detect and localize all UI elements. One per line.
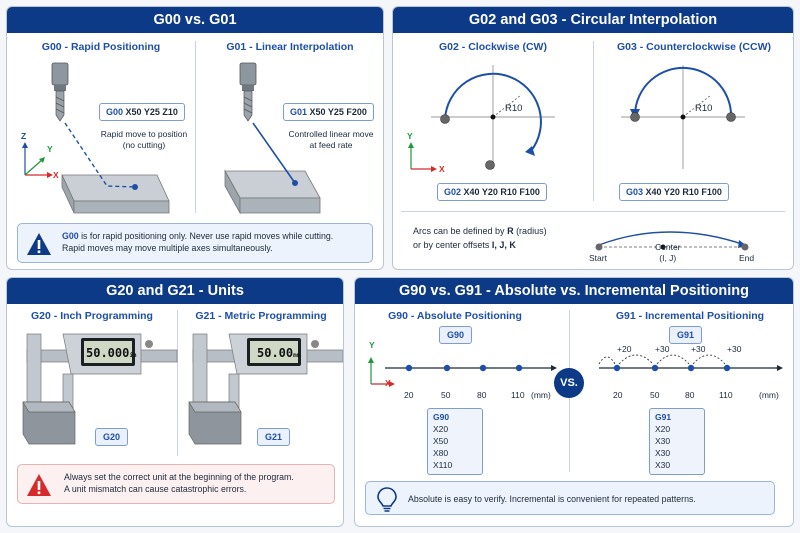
- caution-triangle-icon: [27, 474, 51, 496]
- metric-display: 50.00mm: [257, 346, 301, 360]
- panel-g00-g01: G00 vs. G01 G00 - Rapid Positioning G01 …: [6, 6, 384, 270]
- g01-illustration: [224, 62, 321, 215]
- position-marker: [479, 364, 487, 372]
- arc-end-label: End: [739, 253, 755, 263]
- g91-increment-label: +30: [727, 344, 742, 354]
- xyz-axes-icon: [22, 142, 53, 178]
- axis-y-label: Y: [47, 144, 53, 154]
- g20-tag: G20: [95, 428, 129, 446]
- g01-command: G01 X50 Y25 F200: [283, 103, 374, 121]
- position-marker: [723, 364, 731, 372]
- g21-tag: G21: [257, 428, 291, 446]
- arc-start-label: Start: [589, 253, 607, 263]
- g91-tick-label: 50: [650, 390, 660, 400]
- g20-subtitle: G20 - Inch Programming: [31, 310, 153, 322]
- xy-axes-icon: [408, 142, 437, 172]
- g02-command: G02 X40 Y20 R10 F100: [437, 183, 547, 201]
- g90-tick-label: 80: [477, 390, 487, 400]
- column-divider: [177, 310, 178, 456]
- g90-tick-label: 50: [441, 390, 451, 400]
- axis-z-label: Z: [21, 131, 27, 141]
- g90-number-line: [368, 357, 557, 387]
- g21-subtitle: G21 - Metric Programming: [195, 310, 327, 322]
- panel-title: G02 and G03 - Circular Interpolation: [393, 7, 793, 33]
- panel-title: G90 vs. G91 - Absolute vs. Incremental P…: [355, 278, 793, 304]
- g91-program-list: G91 X20 X30 X30 X30: [649, 408, 705, 476]
- rapid-path: [64, 122, 136, 188]
- axis-x-label: X: [385, 378, 391, 388]
- panel-g90-g91: G90 vs. G91 - Absolute vs. Incremental P…: [354, 277, 794, 527]
- g91-tick-label: 110: [719, 390, 733, 400]
- lightbulb-icon: [377, 487, 397, 512]
- g90-subtitle: G90 - Absolute Positioning: [388, 310, 522, 322]
- g03-arc-diagram: [621, 65, 745, 169]
- g91-subtitle: G91 - Incremental Positioning: [615, 310, 765, 322]
- g00-warning-note: G00 is for rapid positioning only. Never…: [17, 223, 373, 263]
- axis-y-label: Y: [369, 340, 375, 350]
- g03-command: G03 X40 Y20 R10 F100: [619, 183, 729, 201]
- position-marker: [613, 364, 621, 372]
- g02-radius-label: R10: [505, 103, 523, 114]
- axis-x-label: X: [53, 170, 59, 180]
- workpiece-block: [224, 169, 321, 215]
- g00-illustration: [22, 62, 170, 214]
- g03-radius-label: R10: [695, 103, 713, 114]
- caliper-metric-icon: [188, 333, 343, 445]
- g91-increment-label: +30: [655, 344, 670, 354]
- position-marker: [443, 364, 451, 372]
- axis-y-label: Y: [407, 131, 413, 141]
- g91-tag: G91: [669, 326, 703, 344]
- arc-ij-diagram: [595, 231, 749, 251]
- position-marker: [687, 364, 695, 372]
- units-caution-note: Always set the correct unit at the begin…: [17, 464, 335, 504]
- end-mill-icon: [239, 62, 257, 122]
- g91-increment-label: +30: [691, 344, 706, 354]
- g91-increment-label: +20: [617, 344, 632, 354]
- arc-definition-note: Arcs can be defined by R (radius) or by …: [413, 226, 547, 250]
- g01-subtitle: G01 - Linear Interpolation: [226, 41, 354, 53]
- end-mill-icon: [51, 62, 69, 122]
- workpiece-block: [61, 174, 170, 214]
- g02-arc-diagram: [408, 65, 555, 172]
- warning-triangle-icon: [27, 233, 51, 255]
- g91-tick-label: 80: [685, 390, 695, 400]
- g91-tick-label: 20: [613, 390, 623, 400]
- position-marker: [405, 364, 413, 372]
- vs-badge: VS.: [554, 368, 584, 398]
- panel-g20-g21: G20 and G21 - Units G20 - Inch Programmi…: [6, 277, 344, 527]
- linear-path: [252, 122, 296, 184]
- g90-tick-label: 110: [511, 390, 525, 400]
- separator: [401, 211, 785, 212]
- g00-subtitle: G00 - Rapid Positioning: [41, 41, 161, 53]
- caliper-inch-icon: [22, 333, 178, 445]
- g02-subtitle: G02 - Clockwise (CW): [439, 41, 547, 53]
- g90-unit-label: (mm): [531, 390, 551, 400]
- g91-unit-label: (mm): [759, 390, 779, 400]
- positioning-tip-note: Absolute is easy to verify. Incremental …: [365, 481, 775, 515]
- panel-title: G20 and G21 - Units: [7, 278, 343, 304]
- g90-tick-label: 20: [404, 390, 414, 400]
- column-divider: [195, 41, 196, 213]
- arc-center-label: Center(I, J): [655, 242, 681, 264]
- position-marker: [651, 364, 659, 372]
- axis-x-label: X: [439, 164, 445, 174]
- position-marker: [515, 364, 523, 372]
- xy-axes-icon: [368, 357, 395, 387]
- g00-command: G00 X50 Y25 Z10: [99, 103, 185, 121]
- column-divider: [593, 41, 594, 201]
- g91-number-line: [598, 354, 783, 372]
- g90-program-list: G90 X20 X50 X80 X110: [427, 408, 483, 476]
- g00-description: Rapid move to position(no cutting): [100, 129, 188, 151]
- g90-tag: G90: [439, 326, 473, 344]
- panel-title: G00 vs. G01: [7, 7, 383, 33]
- g03-subtitle: G03 - Counterclockwise (CCW): [616, 41, 772, 53]
- inch-display: 50.000in: [86, 346, 137, 360]
- panel-g02-g03: G02 and G03 - Circular Interpolation G02…: [392, 6, 794, 270]
